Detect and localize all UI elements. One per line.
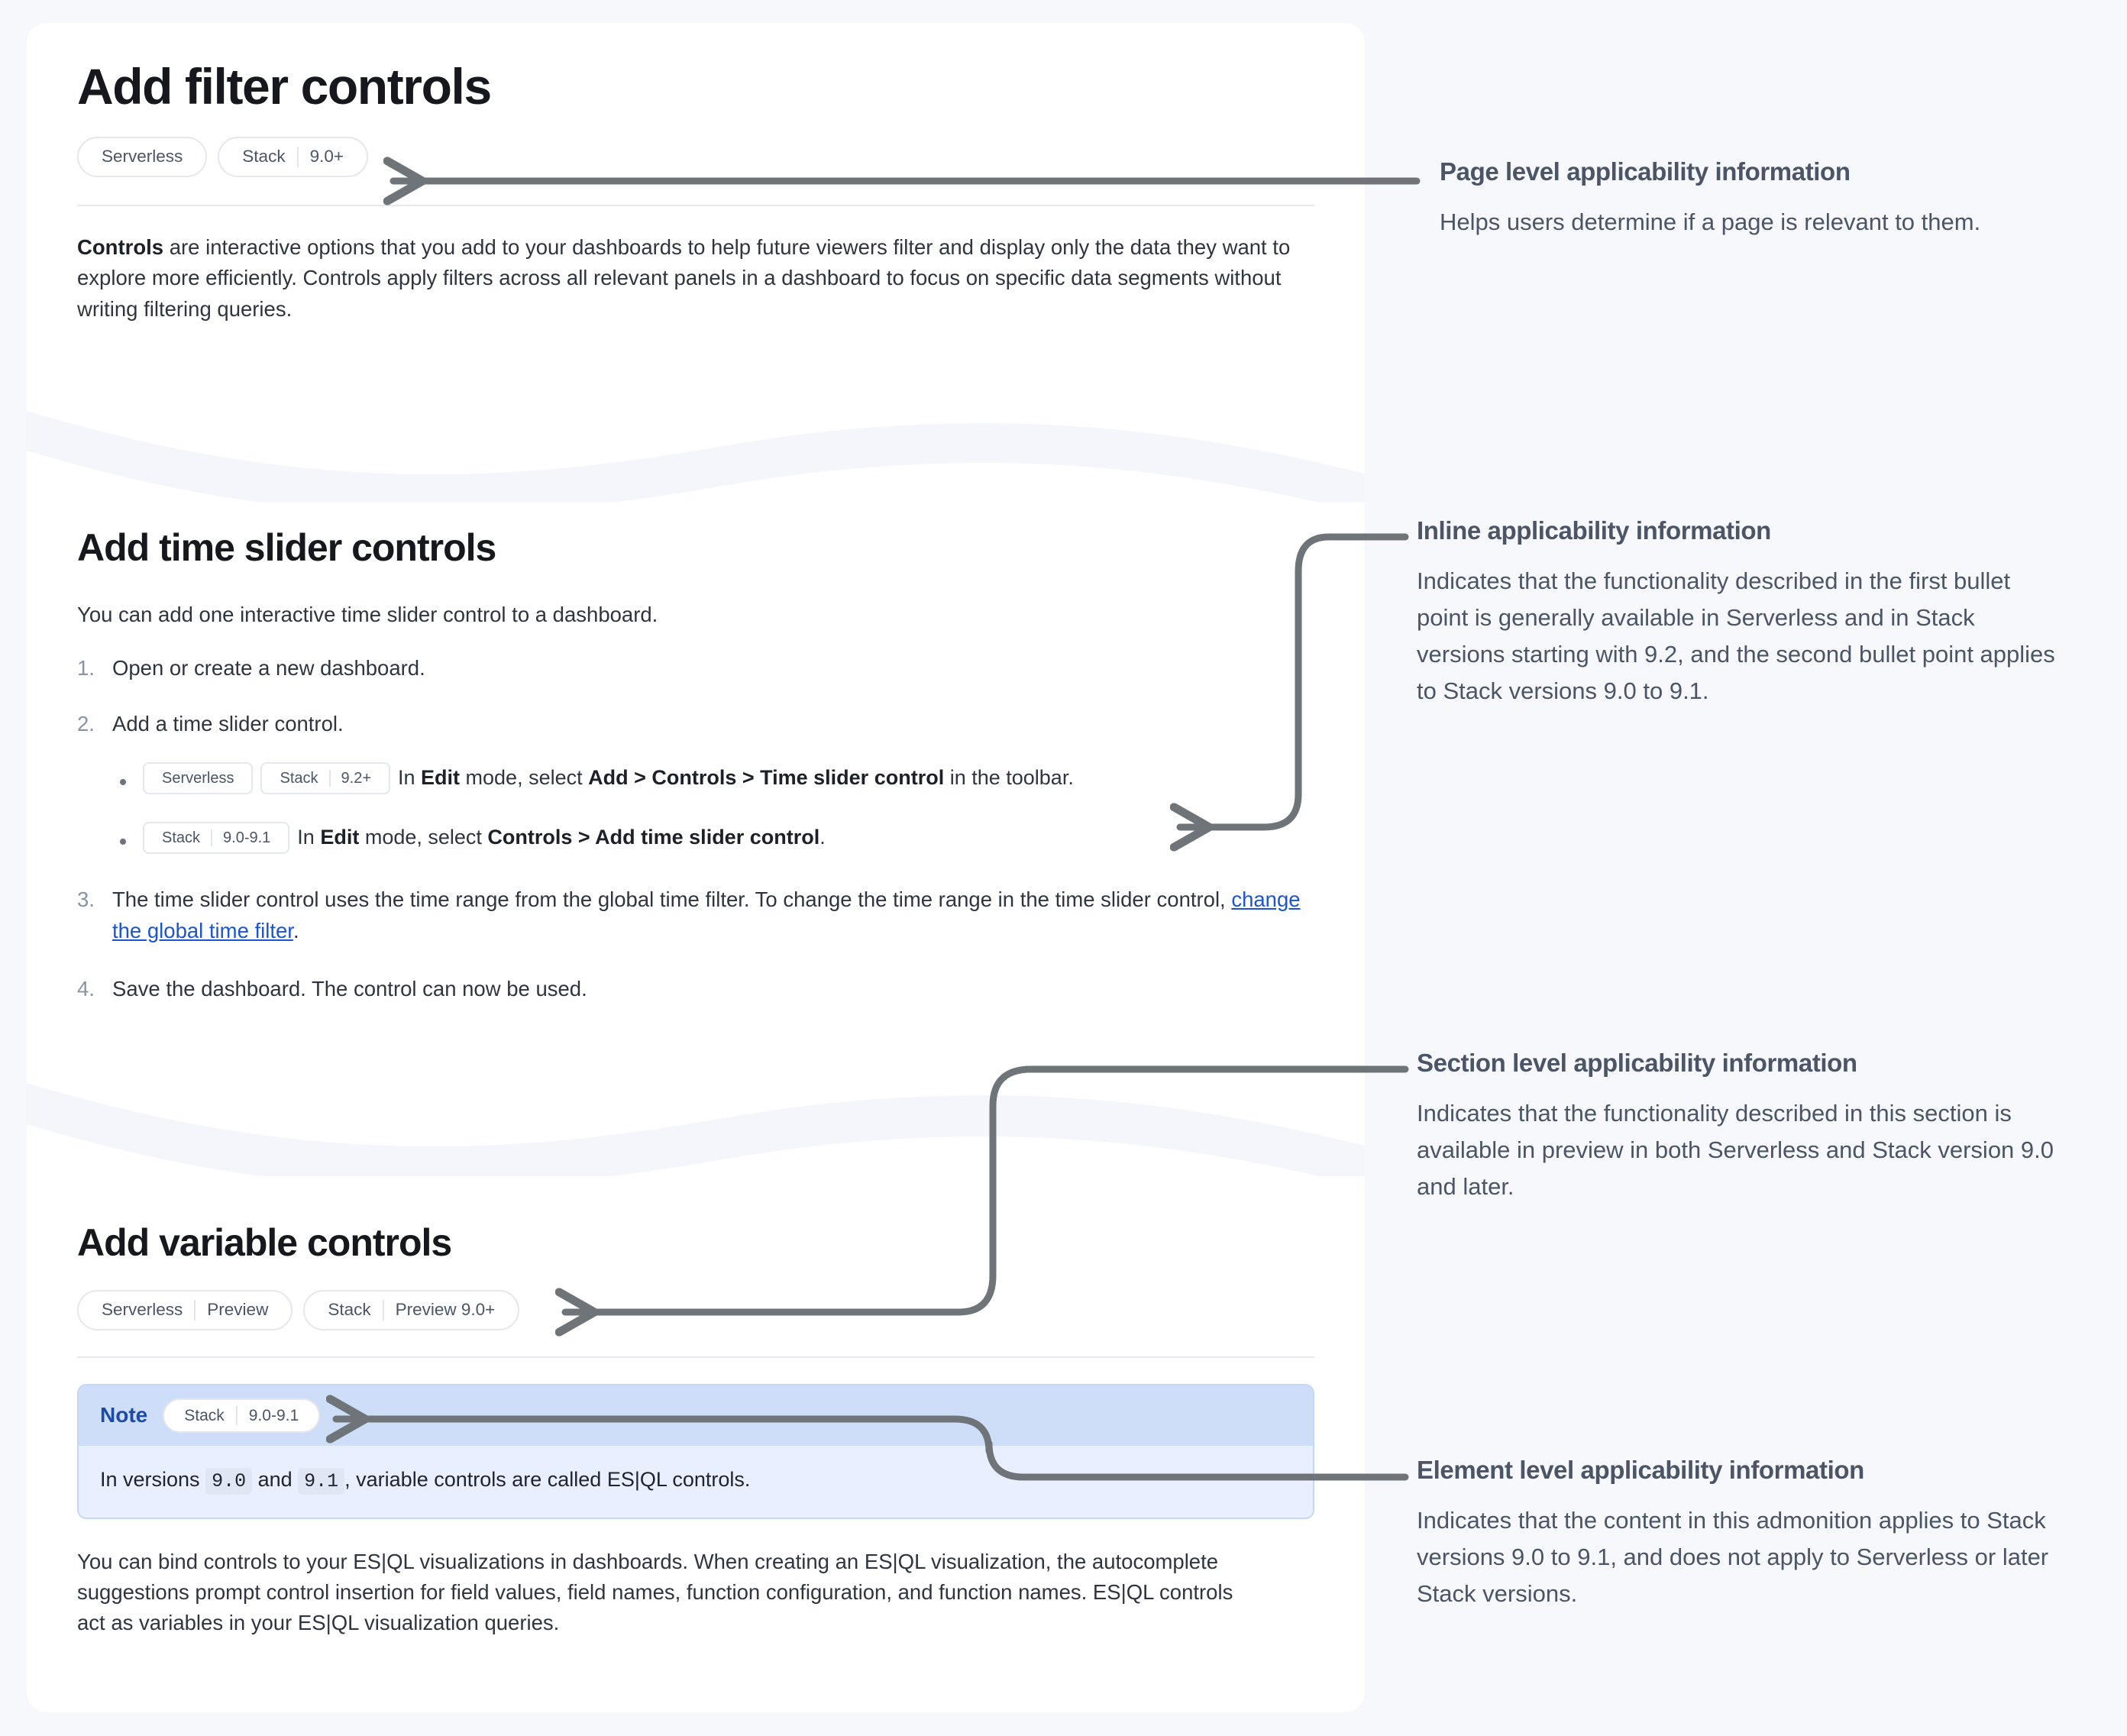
annotation-page-level: Page level applicability information Hel…	[1440, 157, 2081, 241]
badge-separator	[296, 147, 299, 167]
step-text: Open or create a new dashboard.	[112, 656, 425, 680]
badge-name: Stack	[328, 1300, 371, 1319]
badge-separator	[211, 829, 213, 847]
t4: in the toolbar.	[944, 766, 1074, 790]
badge-name: Serverless	[102, 1300, 183, 1319]
annotation-section-level: Section level applicability information …	[1417, 1048, 2058, 1205]
note-t0: In versions	[100, 1467, 206, 1491]
note-t2: and	[252, 1467, 299, 1491]
bullet-text: In Edit mode, select Add > Controls > Ti…	[398, 764, 1074, 793]
note-body: In versions 9.0 and 9.1, variable contro…	[79, 1446, 1313, 1518]
section-applicability-badges: Serverless Preview Stack Preview 9.0+	[77, 1290, 1314, 1330]
badge-separator	[382, 1300, 384, 1321]
t0: In	[297, 826, 321, 849]
badge-stack-inline[interactable]: Stack 9.2+	[260, 762, 390, 795]
bullet-text: In Edit mode, select Controls > Add time…	[297, 823, 825, 852]
badge-stack[interactable]: Stack 9.0+	[218, 137, 368, 177]
page-title: Add filter controls	[77, 58, 492, 115]
annotation-title: Inline applicability information	[1417, 516, 1771, 545]
badge-name: Stack	[280, 770, 318, 787]
note-admonition: Note Stack 9.0-9.1 In versions 9.0 and 9…	[77, 1383, 1314, 1519]
annotation-body: Helps users determine if a page is relev…	[1440, 208, 1981, 235]
badge-separator	[235, 1405, 238, 1425]
annotation-title: Element level applicability information	[1417, 1456, 1864, 1484]
intro-rest: are interactive options that you add to …	[77, 234, 1291, 321]
list-item: Stack 9.0-9.1 In Edit mode, select Contr…	[112, 822, 1314, 855]
badge-version: 9.0-9.1	[248, 1406, 299, 1424]
step-item: The time slider control uses the time ra…	[77, 884, 1314, 946]
badge-separator	[328, 770, 331, 787]
badge-version: 9.0-9.1	[223, 829, 271, 847]
section-title-variable-controls: Add variable controls	[77, 1221, 452, 1264]
t2: mode, select	[359, 826, 488, 849]
annotation-body: Indicates that the content in this admon…	[1417, 1506, 2049, 1607]
badge-stack-inline[interactable]: Stack 9.0-9.1	[143, 822, 290, 855]
step-item: Add a time slider control. Serverless St…	[77, 709, 1314, 855]
code-version-91: 9.1	[298, 1467, 345, 1495]
step-text-before-link: The time slider control uses the time ra…	[112, 887, 1232, 912]
badge-serverless-inline[interactable]: Serverless	[143, 762, 254, 795]
list-item: Serverless Stack 9.2+ In Edit mode, sele…	[112, 762, 1314, 795]
change-global-time-filter-link[interactable]: change the global time filter	[112, 887, 1301, 942]
badge-stack-note[interactable]: Stack 9.0-9.1	[163, 1398, 321, 1433]
badge-serverless[interactable]: Serverless	[77, 137, 208, 177]
section-title-time-slider: Add time slider controls	[77, 526, 496, 569]
badge-version: 9.0+	[309, 147, 344, 166]
badge-name: Stack	[184, 1406, 225, 1424]
t3: Add > Controls > Time slider control	[588, 766, 945, 790]
section-divider	[77, 1356, 1314, 1358]
t4: .	[819, 826, 826, 849]
wave-divider-2	[27, 1083, 1365, 1176]
section-outro-variable-controls: You can bind controls to your ES|QL visu…	[77, 1549, 1233, 1635]
note-header: Note Stack 9.0-9.1	[79, 1385, 1313, 1446]
time-slider-steps: Open or create a new dashboard. Add a ti…	[77, 653, 1314, 1005]
annotation-title: Page level applicability information	[1440, 157, 1851, 186]
t1: Edit	[421, 766, 461, 790]
badge-name: Stack	[162, 829, 201, 847]
t1: Edit	[320, 826, 360, 849]
badge-separator	[194, 1300, 196, 1321]
section-intro-time-slider: You can add one interactive time slider …	[77, 603, 658, 626]
note-label: Note	[100, 1403, 148, 1427]
code-version-90: 9.0	[205, 1467, 253, 1495]
t2: mode, select	[460, 766, 589, 790]
step-text-after-link: .	[293, 918, 299, 942]
badge-version: Preview 9.0+	[395, 1300, 496, 1319]
annotation-title: Section level applicability information	[1417, 1049, 1857, 1077]
t0: In	[398, 766, 422, 790]
inline-applicability-bullets: Serverless Stack 9.2+ In Edit mode, sele…	[112, 762, 1314, 855]
badge-stack-preview[interactable]: Stack Preview 9.0+	[303, 1290, 520, 1330]
badge-version: 9.2+	[341, 770, 371, 787]
title-divider	[77, 204, 1314, 206]
documentation-panel: Add filter controls Serverless Stack 9.0…	[27, 23, 1365, 1712]
step-text: Add a time slider control.	[112, 711, 344, 735]
annotation-inline: Inline applicability information Indicat…	[1417, 516, 2058, 710]
badge-name: Stack	[242, 147, 286, 166]
note-t4: , variable controls are called ES|QL con…	[344, 1467, 751, 1491]
page-applicability-badges: Serverless Stack 9.0+	[27, 137, 1365, 177]
step-text: Save the dashboard. The control can now …	[112, 977, 587, 1001]
intro-paragraph: Controls are interactive options that yo…	[77, 232, 1305, 325]
badge-name: Serverless	[162, 770, 234, 787]
annotation-element-level: Element level applicability information …	[1417, 1455, 2058, 1612]
wave-divider-1	[27, 411, 1365, 503]
annotation-body: Indicates that the functionality describ…	[1417, 567, 2055, 704]
t3: Controls > Add time slider control	[487, 826, 820, 849]
badge-serverless-preview[interactable]: Serverless Preview	[77, 1290, 293, 1330]
badge-version: Preview	[207, 1300, 269, 1319]
intro-lead: Controls	[77, 234, 164, 259]
badge-name: Serverless	[102, 147, 183, 166]
step-item: Open or create a new dashboard.	[77, 653, 1314, 684]
annotation-body: Indicates that the functionality describ…	[1417, 1099, 2054, 1200]
step-item: Save the dashboard. The control can now …	[77, 974, 1314, 1005]
